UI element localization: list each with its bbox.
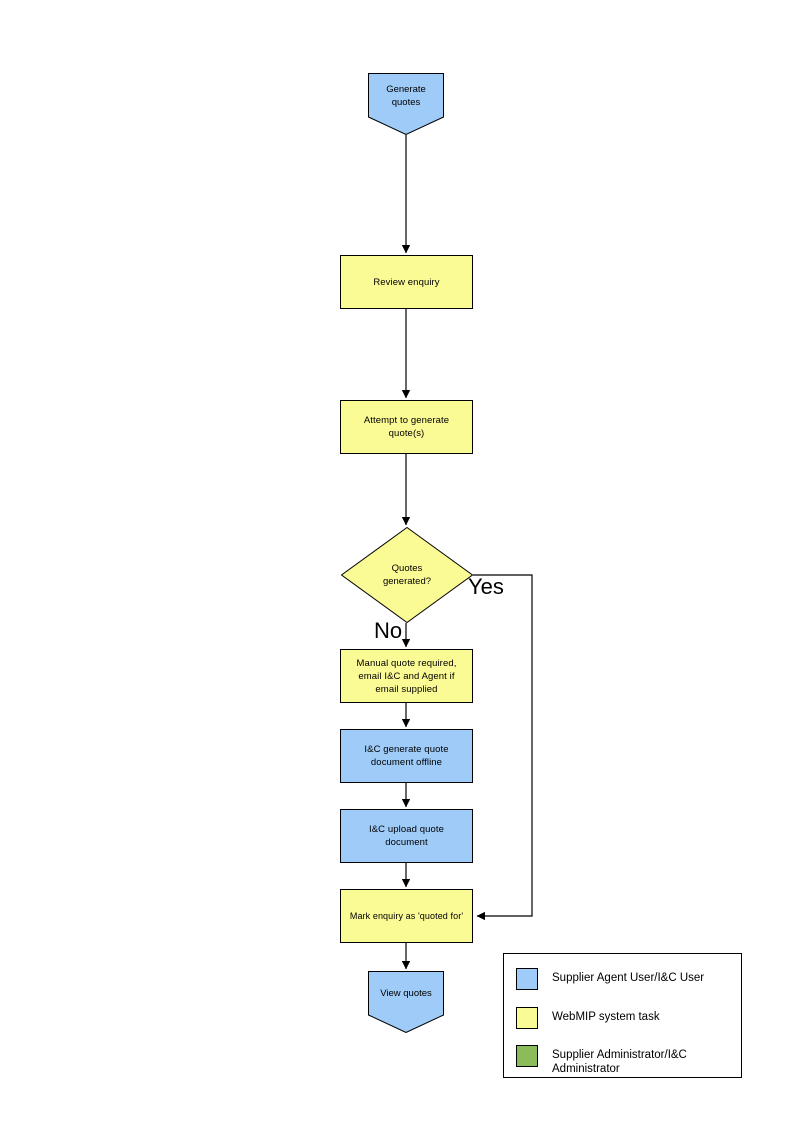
node-label: View quotes bbox=[380, 988, 432, 1000]
legend-item-supplier-administrator: Supplier Administrator/I&C Administrator bbox=[516, 1045, 687, 1076]
legend: Supplier Agent User/I&C User WebMIP syst… bbox=[503, 953, 742, 1078]
node-label: Review enquiry bbox=[373, 276, 440, 288]
node-label: Generate quotes bbox=[386, 83, 426, 108]
diamond-shape bbox=[341, 527, 473, 623]
legend-label: Supplier Agent User/I&C User bbox=[552, 972, 705, 984]
node-label: Mark enquiry as 'quoted for' bbox=[349, 910, 464, 921]
node-manual-quote-required[interactable]: Manual quote required, email I&C and Age… bbox=[340, 649, 473, 703]
legend-label: WebMIP system task bbox=[552, 1011, 660, 1023]
node-ic-generate-quote-document-offline[interactable]: I&C generate quote document offline bbox=[340, 729, 473, 783]
node-attempt-to-generate-quotes[interactable]: Attempt to generate quote(s) bbox=[340, 400, 473, 454]
node-generate-quotes[interactable]: Generate quotes bbox=[368, 73, 444, 135]
node-quotes-generated-decision[interactable]: Quotes generated? bbox=[341, 527, 473, 623]
node-label: Manual quote required, email I&C and Age… bbox=[356, 657, 457, 695]
node-review-enquiry[interactable]: Review enquiry bbox=[340, 255, 473, 309]
branch-label-no: No bbox=[374, 618, 403, 643]
node-label: I&C generate quote document offline bbox=[364, 744, 449, 768]
legend-item-webmip-system-task: WebMIP system task bbox=[516, 1007, 660, 1029]
branch-label-yes: Yes bbox=[468, 574, 504, 599]
node-label: Attempt to generate quote(s) bbox=[363, 415, 450, 439]
legend-label: Supplier Administrator/I&C Administrator bbox=[552, 1049, 687, 1075]
node-label: I&C upload quote document bbox=[368, 824, 445, 848]
node-label: Quotes generated? bbox=[382, 563, 432, 587]
node-mark-enquiry-as-quoted-for[interactable]: Mark enquiry as 'quoted for' bbox=[340, 889, 473, 943]
legend-swatch-blue bbox=[516, 968, 538, 990]
pentagon-shape bbox=[368, 971, 444, 1033]
node-view-quotes[interactable]: View quotes bbox=[368, 971, 444, 1033]
node-ic-upload-quote-document[interactable]: I&C upload quote document bbox=[340, 809, 473, 863]
connector-decision-yes-to-mark bbox=[473, 574, 533, 921]
legend-swatch-yellow bbox=[516, 1007, 538, 1029]
legend-item-supplier-agent-user: Supplier Agent User/I&C User bbox=[516, 968, 704, 990]
legend-swatch-green bbox=[516, 1045, 538, 1067]
pentagon-shape bbox=[368, 73, 444, 135]
